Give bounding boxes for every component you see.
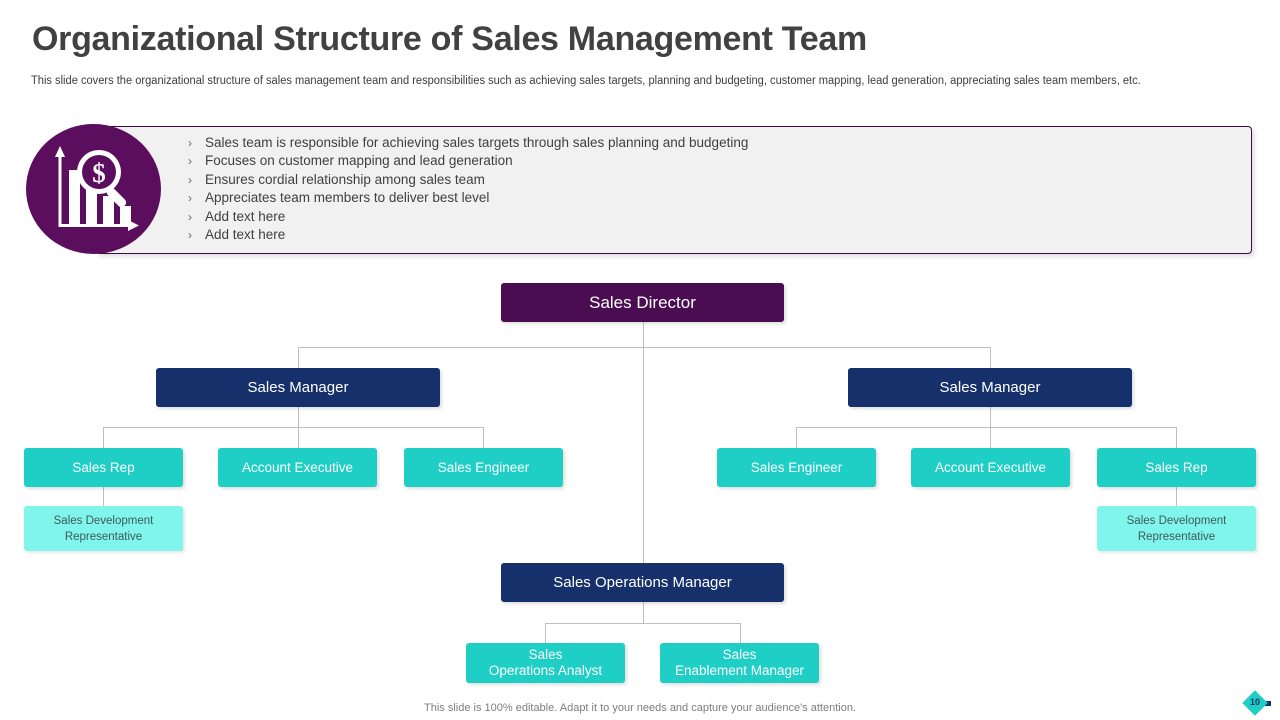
page-number: 10 — [1249, 697, 1260, 707]
node-sales-enablement-manager[interactable]: Sales Enablement Manager — [660, 643, 819, 683]
connector-left-report-2-drop — [298, 427, 299, 448]
connector-right-reports-bus — [796, 427, 1177, 428]
connector-right-report-3-drop — [1176, 427, 1177, 448]
list-item-label: Sales team is responsible for achieving … — [205, 135, 749, 150]
connector-left-report-3-drop — [483, 427, 484, 448]
chevron-right-icon: › — [188, 154, 192, 169]
chevron-right-icon: › — [188, 172, 192, 187]
connector-left-manager-down — [298, 407, 299, 427]
page-subtitle: This slide covers the organizational str… — [31, 75, 1141, 87]
chevron-right-icon: › — [188, 228, 192, 243]
node-line-2: Representative — [64, 530, 143, 543]
list-item: › Sales team is responsible for achievin… — [188, 134, 748, 152]
connector-managers-bus — [298, 347, 991, 348]
chevron-right-icon: › — [188, 136, 192, 150]
node-right-sales-manager[interactable]: Sales Manager — [848, 368, 1132, 407]
node-line-2: Operations Analyst — [488, 663, 603, 678]
node-right-account-executive[interactable]: Account Executive — [911, 448, 1070, 487]
node-left-account-executive[interactable]: Account Executive — [218, 448, 377, 487]
node-line-1: Sales — [528, 647, 563, 662]
node-line-2: Representative — [1137, 530, 1216, 543]
connector-operations-down — [643, 602, 644, 623]
footer-note: This slide is 100% editable. Adapt it to… — [424, 702, 856, 714]
highlights-list: › Sales team is responsible for achievin… — [188, 134, 748, 244]
connector-director-down — [643, 322, 644, 347]
page-number-badge: 10 — [1242, 690, 1271, 718]
connector-right-report-1-drop — [796, 427, 797, 448]
node-sales-director[interactable]: Sales Director — [501, 283, 784, 322]
connector-left-reports-bus — [103, 427, 484, 428]
connector-operations-report-1-drop — [545, 623, 546, 643]
node-left-sales-development-representative[interactable]: Sales Development Representative — [24, 506, 183, 551]
connector-director-to-operations — [643, 347, 644, 563]
chevron-right-icon: › — [188, 209, 192, 224]
node-left-sales-engineer[interactable]: Sales Engineer — [404, 448, 563, 487]
node-sales-operations-manager[interactable]: Sales Operations Manager — [501, 563, 784, 602]
page-title: Organizational Structure of Sales Manage… — [32, 20, 867, 58]
connector-right-manager-down — [990, 407, 991, 427]
list-item: › Add text here — [188, 226, 748, 244]
node-line-1: Sales Development — [53, 514, 154, 527]
svg-text:$: $ — [92, 158, 106, 188]
node-left-sales-rep[interactable]: Sales Rep — [24, 448, 183, 487]
connector-right-manager-drop — [990, 347, 991, 368]
list-item-label: Add text here — [205, 227, 286, 243]
node-line-2: Enablement Manager — [674, 663, 805, 678]
node-left-sales-manager[interactable]: Sales Manager — [156, 368, 440, 407]
node-sales-operations-analyst[interactable]: Sales Operations Analyst — [466, 643, 625, 683]
list-item-label: Ensures cordial relationship among sales… — [205, 171, 485, 187]
node-line-1: Sales — [722, 647, 757, 662]
connector-left-manager-drop — [298, 347, 299, 368]
node-right-sales-rep[interactable]: Sales Rep — [1097, 448, 1256, 487]
node-line-1: Sales Development — [1126, 514, 1227, 527]
connector-right-report-2-drop — [990, 427, 991, 448]
node-right-sales-engineer[interactable]: Sales Engineer — [717, 448, 876, 487]
list-item-label: Focuses on customer mapping and lead gen… — [205, 153, 513, 169]
connector-operations-report-2-drop — [740, 623, 741, 643]
highlights-panel: › Sales team is responsible for achievin… — [95, 126, 1252, 254]
list-item: › Add text here — [188, 208, 748, 226]
connector-left-report-1-drop — [103, 427, 104, 448]
connector-operations-bus — [545, 623, 741, 624]
connector-left-sdr-drop — [103, 487, 104, 506]
sales-analysis-icon: $ — [26, 124, 161, 254]
list-item: › Appreciates team members to deliver be… — [188, 189, 748, 207]
list-item-label: Appreciates team members to deliver best… — [205, 190, 490, 206]
list-item-label: Add text here — [205, 208, 286, 224]
list-item: › Ensures cordial relationship among sal… — [188, 171, 748, 189]
chevron-right-icon: › — [188, 191, 192, 206]
node-right-sales-development-representative[interactable]: Sales Development Representative — [1097, 506, 1256, 551]
list-item: › Focuses on customer mapping and lead g… — [188, 152, 748, 170]
connector-right-sdr-drop — [1176, 487, 1177, 506]
